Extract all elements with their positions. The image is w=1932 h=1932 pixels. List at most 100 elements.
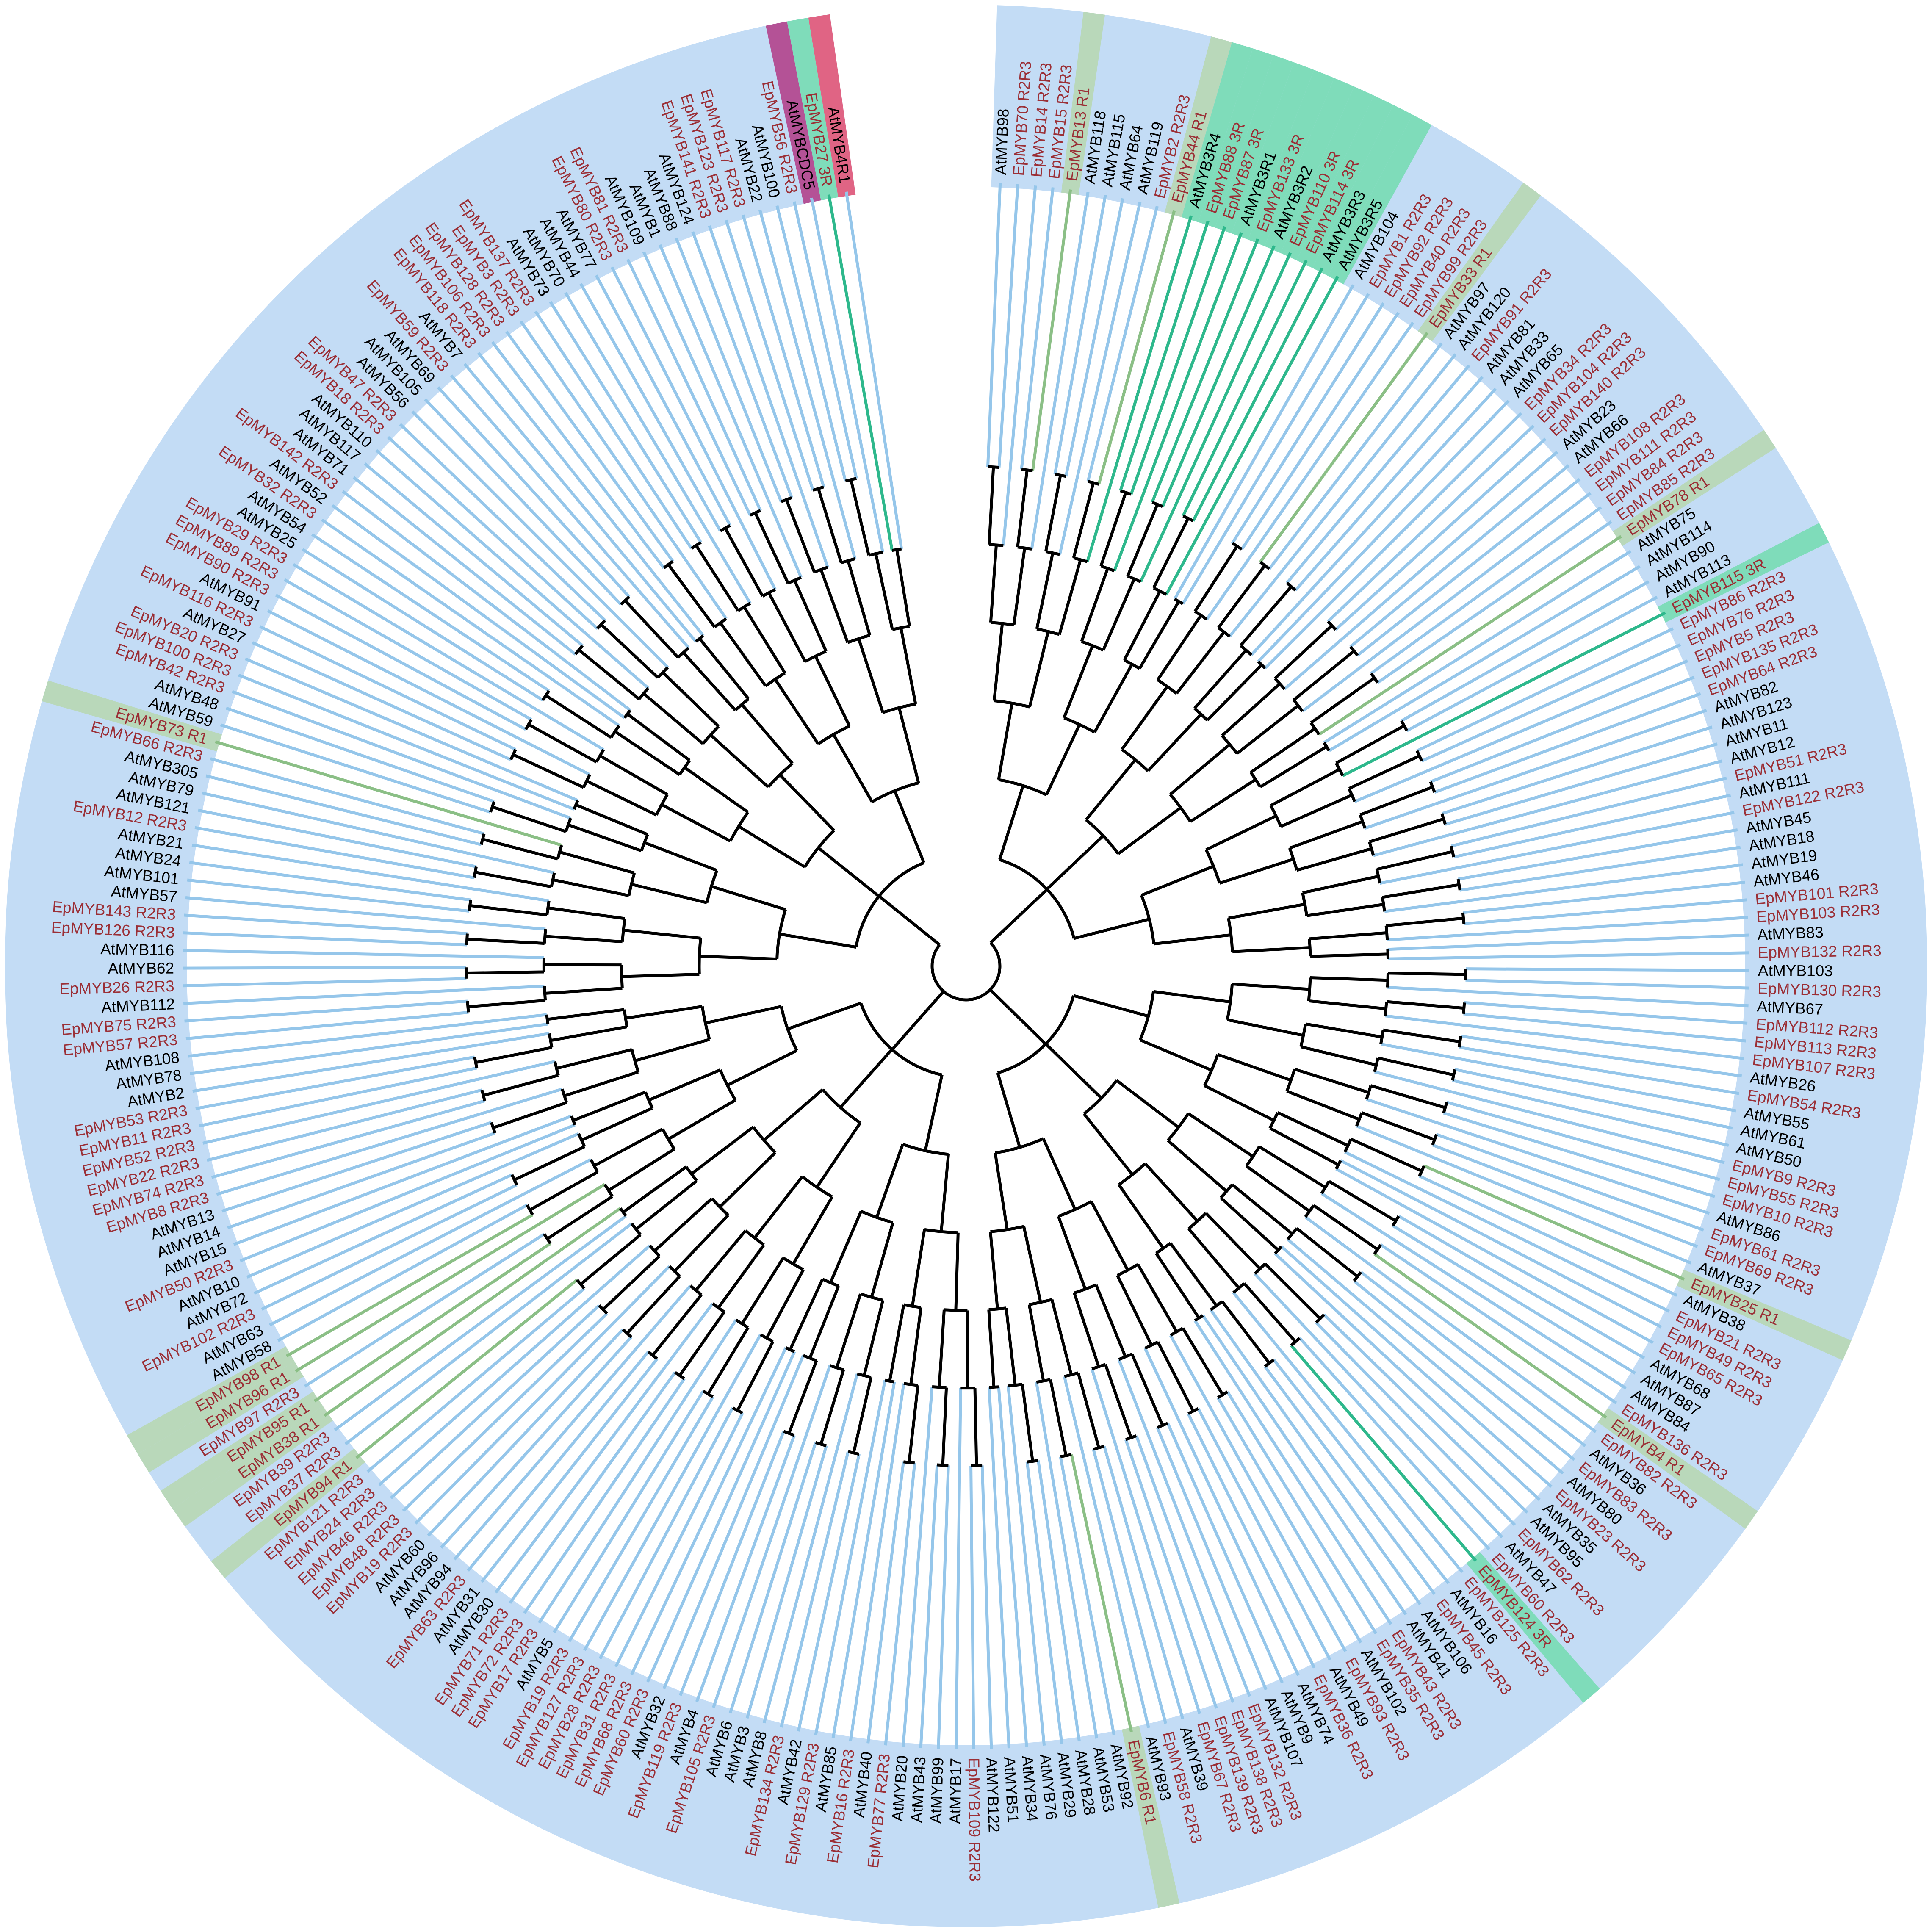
leaf-branch [1254, 1273, 1503, 1539]
leaf-branch [402, 1312, 608, 1512]
internal-branch [787, 1360, 818, 1434]
leaf-branch [980, 1465, 993, 1749]
internal-branch [754, 512, 789, 584]
leaf-label: AtMYB17 [947, 1758, 965, 1824]
highlight-band-3r [1198, 48, 1273, 228]
leaf-branch [1007, 1386, 1046, 1746]
internal-branch [711, 885, 786, 911]
internal-branch [1228, 902, 1305, 920]
leaf-branch [220, 723, 491, 814]
highlight-band-3r [1248, 70, 1334, 246]
leaf-branch [352, 476, 576, 656]
internal-branch [1236, 704, 1299, 755]
leaf-branch [261, 1183, 518, 1311]
leaf-branch [675, 237, 783, 502]
leaf-branch [467, 1351, 650, 1572]
leaf-branch [324, 1207, 621, 1417]
internal-branch [705, 1005, 782, 1025]
internal-branch [789, 1278, 824, 1351]
internal-branch [897, 707, 920, 783]
leaf-branch [1274, 1252, 1541, 1501]
leaf-branch [277, 1204, 528, 1342]
branch-arc [737, 602, 751, 612]
internal-branch [482, 838, 558, 861]
leaf-branch [1323, 550, 1632, 744]
internal-branch [552, 878, 629, 897]
leaf-branch [505, 330, 674, 562]
internal-branch [1121, 685, 1169, 750]
internal-branch [1221, 682, 1281, 737]
internal-branch [1295, 1227, 1359, 1278]
leaf-branch [1173, 284, 1355, 600]
internal-branch [1123, 590, 1162, 661]
leaf-branch [302, 548, 544, 702]
internal-branch [1139, 1038, 1212, 1072]
internal-branch [743, 606, 786, 674]
leaf-branch [375, 449, 650, 689]
leaf-branch [937, 1465, 950, 1749]
internal-branch [626, 1275, 681, 1334]
leaf-label: AtMYB62 [108, 960, 174, 977]
leaf-branch [1298, 1337, 1490, 1550]
internal-branch [1175, 631, 1226, 695]
leaf-branch [206, 1088, 482, 1162]
leaf-branch [1318, 535, 1622, 736]
internal-branch [556, 1048, 632, 1070]
internal-branch [1153, 990, 1231, 1004]
internal-branch [1348, 754, 1420, 790]
tree-branches [182, 183, 1749, 1749]
leaf-branch [269, 1158, 592, 1326]
internal-branch [1205, 814, 1277, 851]
internal-branch [1217, 565, 1266, 629]
internal-branch [573, 1091, 646, 1122]
leaf-branch [450, 374, 690, 649]
highlight-band-3r [1182, 42, 1253, 222]
internal-branch [1205, 1212, 1261, 1270]
leaf-branch [183, 977, 467, 988]
leaf-branch [849, 1383, 905, 1741]
leaf-branch [285, 1213, 534, 1358]
leaf-branch [1304, 1215, 1597, 1433]
internal-branch [1049, 1379, 1068, 1456]
leaf-branch [195, 1055, 475, 1110]
internal-branch [642, 692, 704, 745]
internal-branch [682, 651, 736, 711]
leaf-branch [1335, 1168, 1654, 1344]
internal-branch [1126, 504, 1159, 577]
branch-arc [1431, 1134, 1438, 1146]
leaf-branch [1441, 725, 1713, 815]
leaf-branch [1192, 267, 1324, 522]
leaf-branch [185, 896, 546, 931]
leaf-branch [275, 594, 527, 731]
leaf-branch [1344, 1151, 1670, 1313]
leaf-branch [1035, 1382, 1099, 1739]
leaf-branch [1320, 1192, 1627, 1389]
internal-branch [941, 1387, 948, 1465]
internal-branch [579, 1233, 642, 1286]
internal-branch [651, 1294, 703, 1356]
internal-branch [817, 847, 880, 898]
internal-branch [1286, 1090, 1360, 1121]
leaf-branch [538, 1319, 737, 1624]
branch-arc [1170, 1327, 1184, 1337]
highlight-band-3r [787, 17, 839, 201]
branch-arc [783, 1430, 795, 1437]
internal-branch [814, 655, 851, 727]
branch-arc [548, 1033, 554, 1048]
internal-branch [1102, 578, 1136, 651]
internal-branch [815, 1122, 862, 1188]
leaf-branch [1432, 1143, 1698, 1248]
internal-branch [1189, 778, 1257, 823]
highlight-band-r1 [1122, 1726, 1180, 1908]
internal-branch [1035, 552, 1055, 629]
branch-arc [1348, 788, 1356, 803]
leaf-branch [1020, 187, 1055, 470]
leaf-branch [1416, 627, 1674, 753]
branch-arc [1232, 542, 1243, 551]
leaf-branch [331, 504, 626, 719]
leaf-branch [1182, 293, 1370, 605]
internal-branch [1169, 743, 1231, 796]
leaf-branch [1119, 220, 1210, 491]
leaf-branch [1327, 424, 1535, 623]
internal-branch [1154, 1252, 1200, 1319]
